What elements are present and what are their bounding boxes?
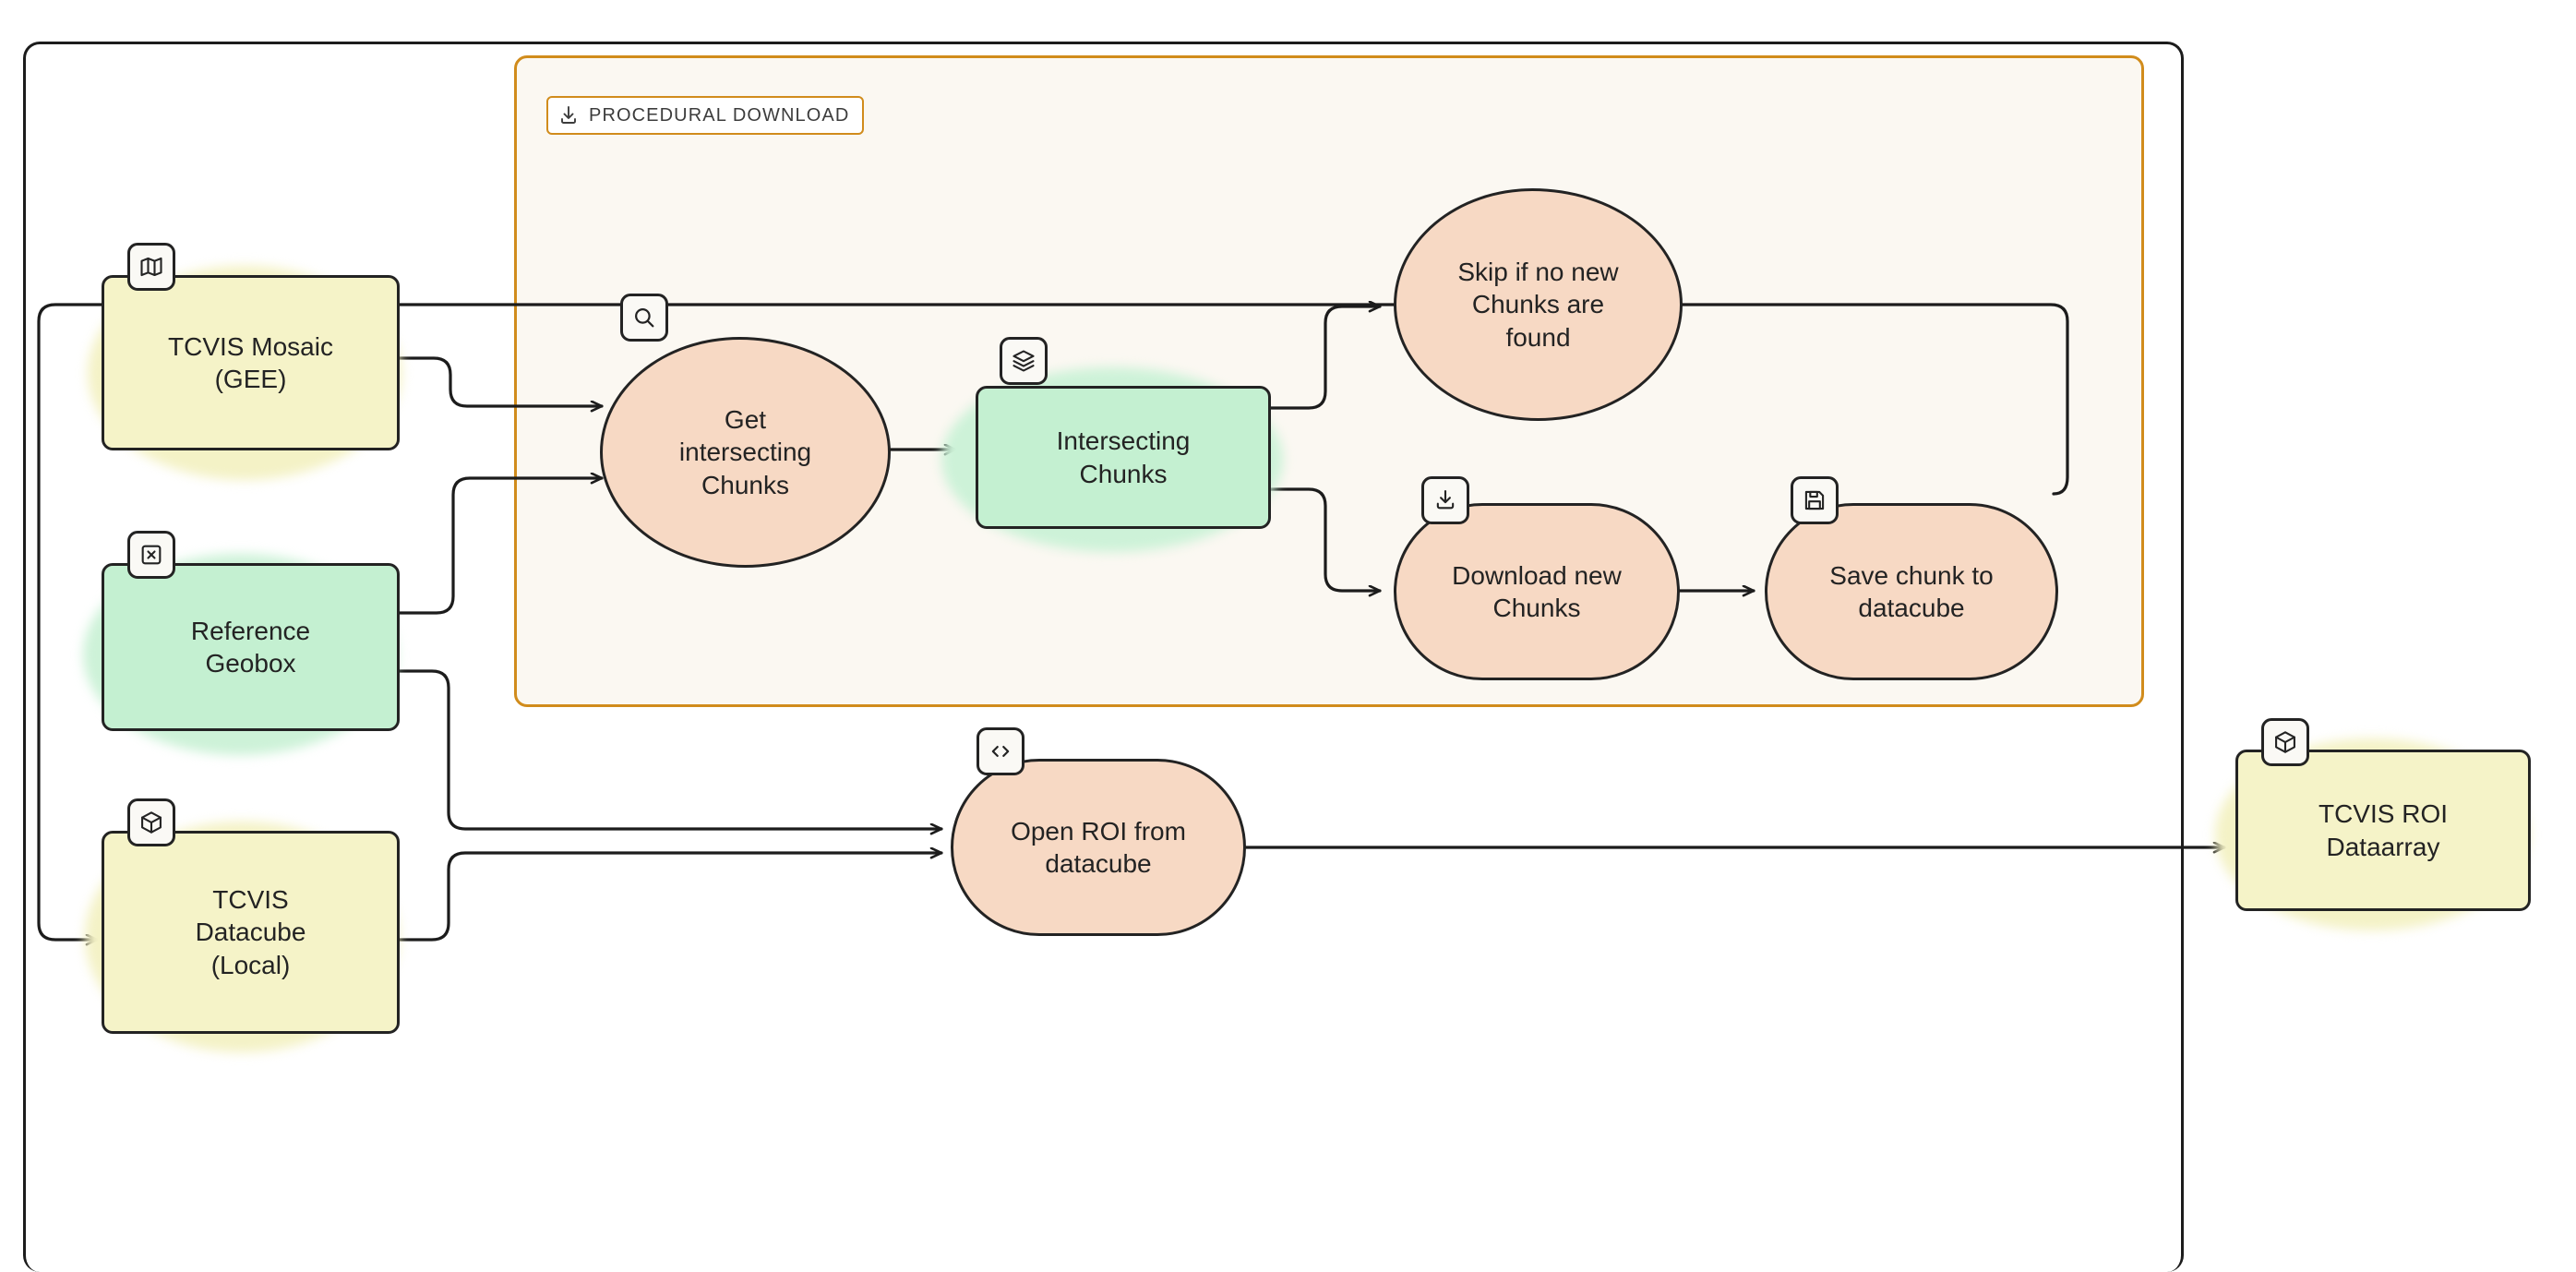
outer-frame <box>23 42 2184 1272</box>
cube-icon <box>2261 718 2309 766</box>
diagram-canvas: PROCEDURAL DOWNLOAD <box>23 42 2531 1272</box>
download-icon <box>557 104 580 126</box>
node-label: TCVIS ROI Dataarray <box>2318 799 2448 861</box>
map-icon <box>127 243 175 291</box>
node-tcvis-datacube[interactable]: TCVIS Datacube (Local) <box>102 831 400 1034</box>
download-icon <box>1421 476 1469 524</box>
node-label: Save chunk to datacube <box>1829 560 1994 622</box>
node-tcvis-roi-dataarray[interactable]: TCVIS ROI Dataarray <box>2235 750 2531 911</box>
node-get-intersecting-chunks[interactable]: Get intersecting Chunks <box>600 337 891 568</box>
node-download-new-chunks[interactable]: Download new Chunks <box>1394 503 1680 680</box>
cube-icon <box>127 798 175 846</box>
node-reference-geobox[interactable]: Reference Geobox <box>102 563 400 731</box>
node-tcvis-mosaic-gee[interactable]: TCVIS Mosaic (GEE) <box>102 275 400 450</box>
node-save-chunk-to-datacube[interactable]: Save chunk to datacube <box>1765 503 2058 680</box>
node-skip-if-no-new-chunks[interactable]: Skip if no new Chunks are found <box>1394 188 1683 421</box>
node-label: Intersecting Chunks <box>1056 426 1191 488</box>
node-open-roi-from-datacube[interactable]: Open ROI from datacube <box>951 759 1246 936</box>
node-label: Get intersecting Chunks <box>678 405 812 499</box>
node-label: Reference Geobox <box>190 616 311 678</box>
node-label: TCVIS Mosaic (GEE) <box>168 331 333 393</box>
node-intersecting-chunks[interactable]: Intersecting Chunks <box>976 386 1271 529</box>
subgraph-label: PROCEDURAL DOWNLOAD <box>546 96 865 135</box>
subgraph-label-text: PROCEDURAL DOWNLOAD <box>589 104 850 126</box>
bbox-x-icon <box>127 531 175 579</box>
node-label: TCVIS Datacube (Local) <box>195 885 306 979</box>
search-icon <box>620 294 668 342</box>
node-label: Open ROI from datacube <box>1011 816 1186 878</box>
node-label: Skip if no new Chunks are found <box>1457 258 1619 352</box>
save-icon <box>1791 476 1839 524</box>
code-icon <box>976 727 1024 775</box>
layers-icon <box>1000 337 1048 385</box>
node-label: Download new Chunks <box>1452 560 1622 622</box>
